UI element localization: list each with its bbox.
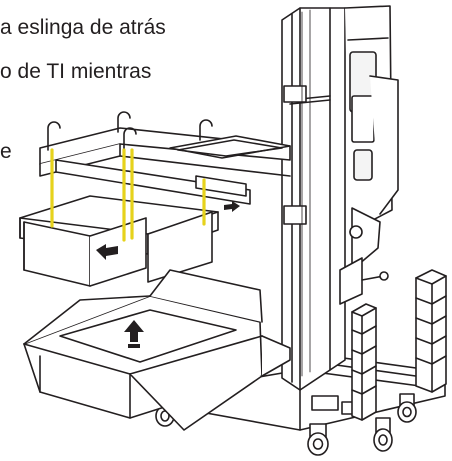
counterweight-right: [415, 269, 447, 393]
wheel-front-center: [307, 423, 329, 456]
wheel-front-right: [373, 417, 393, 452]
lift-hooks: [47, 111, 213, 151]
lift-mast: [281, 5, 399, 391]
arrow-left-icon: [96, 244, 118, 260]
lifting-straps: [50, 148, 206, 242]
instruction-caption: a eslinga de atrás o de TI mientras e: [0, 0, 300, 180]
arrow-right-icon: [224, 201, 240, 212]
arrow-up-icon: [124, 320, 144, 348]
lift-carriage-frame: [39, 111, 291, 205]
caption-line-3: e: [0, 140, 12, 163]
open-shipping-carton: [23, 269, 291, 431]
counterweight-left: [351, 303, 377, 421]
wheel-rear-right: [397, 393, 417, 423]
caption-line-2: o de TI mientras: [0, 60, 152, 83]
hanging-box: [19, 195, 219, 287]
caption-line-1: a eslinga de atrás: [0, 16, 166, 39]
